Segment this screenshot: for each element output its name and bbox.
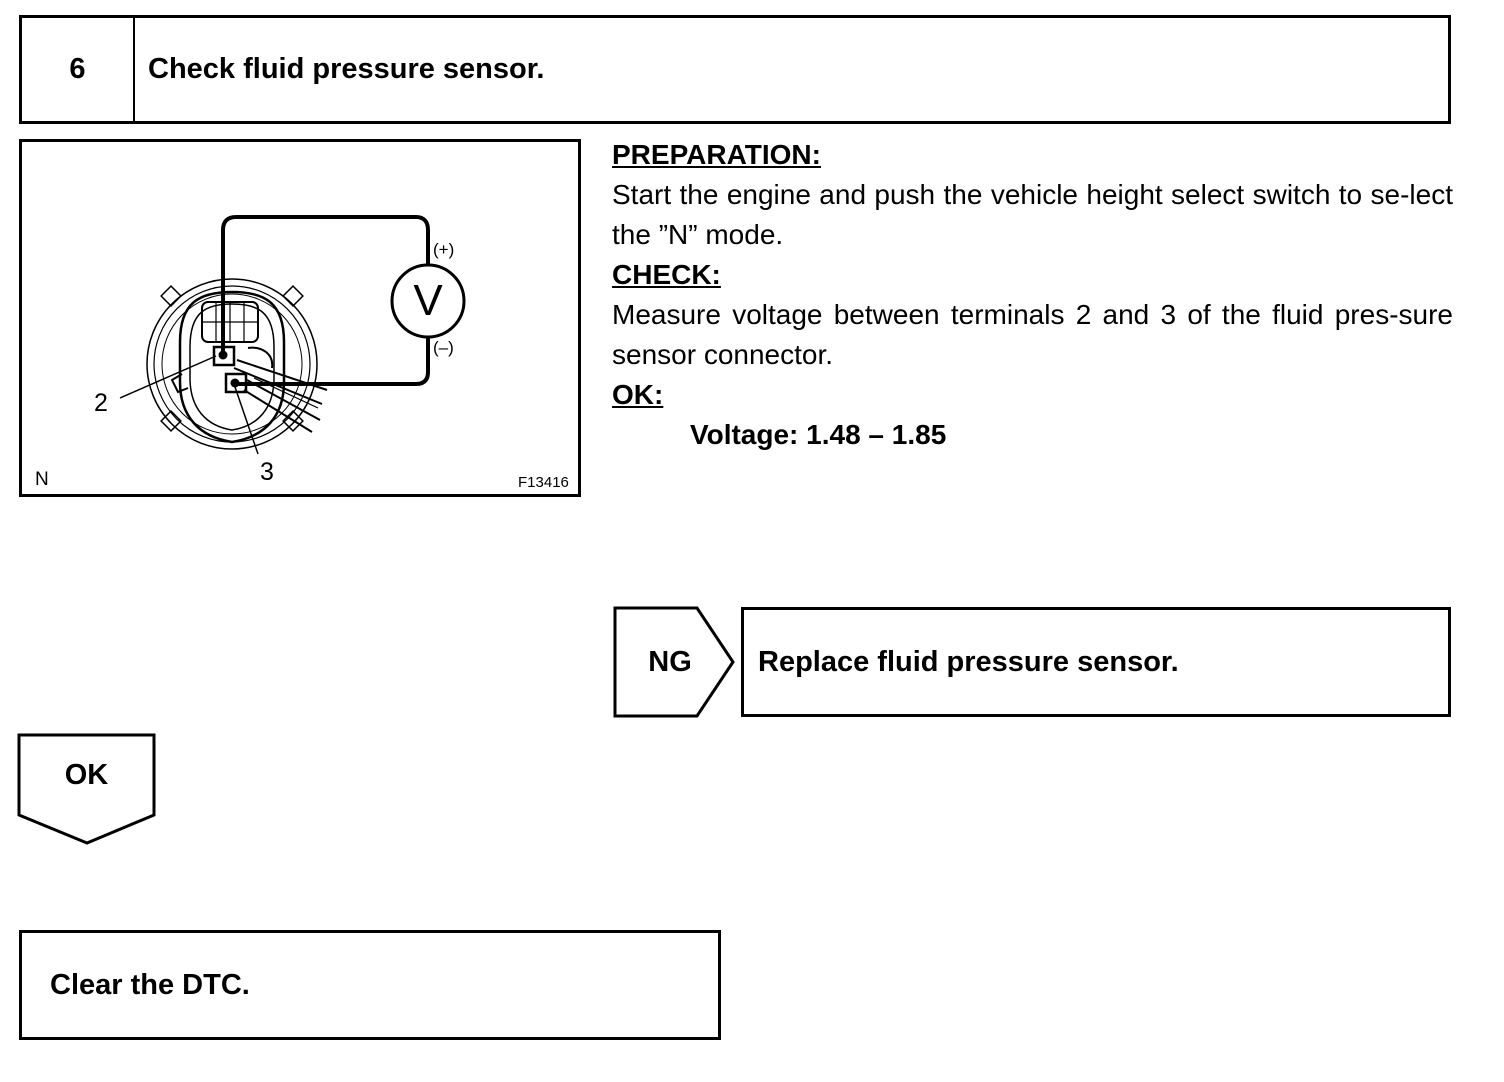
ok-spec: Voltage: 1.48 – 1.85: [690, 419, 947, 450]
sensor-outer-ring: [146, 278, 318, 450]
check-text: Measure voltage between terminals 2 and …: [612, 299, 1453, 370]
tester-lead-positive: [221, 215, 430, 355]
voltmeter-label: V: [413, 276, 443, 325]
preparation-heading: PREPARATION:: [612, 139, 821, 170]
tester-lead-negative: [236, 338, 430, 386]
negative-lead-label: (–): [433, 338, 454, 357]
terminal-2-label: 2: [94, 389, 108, 417]
ok-arrow-icon: [17, 733, 156, 845]
ng-label: NG: [648, 645, 692, 678]
wiring-figure: V (+) (–) 2 3 N F13416: [19, 139, 581, 497]
step-header: 6 Check fluid pressure sensor.: [19, 15, 1451, 124]
ok-heading: OK:: [612, 379, 664, 410]
connector-diagram: [119, 215, 466, 455]
ng-arrow-icon: [613, 606, 735, 718]
check-heading: CHECK:: [612, 259, 721, 290]
figure-code: F13416: [518, 474, 569, 491]
connector-housing: [178, 290, 286, 444]
instructions: PREPARATION: Start the engine and push t…: [612, 135, 1453, 455]
final-action-box: Clear the DTC.: [19, 930, 721, 1040]
preparation-text: Start the engine and push the vehicle he…: [612, 179, 1453, 250]
ng-action-box: Replace fluid pressure sensor.: [741, 607, 1451, 717]
step-title: Check fluid pressure sensor.: [148, 53, 545, 85]
step-number: 6: [22, 18, 135, 121]
ok-label: OK: [64, 758, 109, 791]
terminal-3-label: 3: [260, 458, 274, 486]
voltmeter-symbol: [390, 263, 466, 339]
figure-corner-label: N: [35, 469, 49, 490]
positive-lead-label: (+): [433, 240, 455, 259]
